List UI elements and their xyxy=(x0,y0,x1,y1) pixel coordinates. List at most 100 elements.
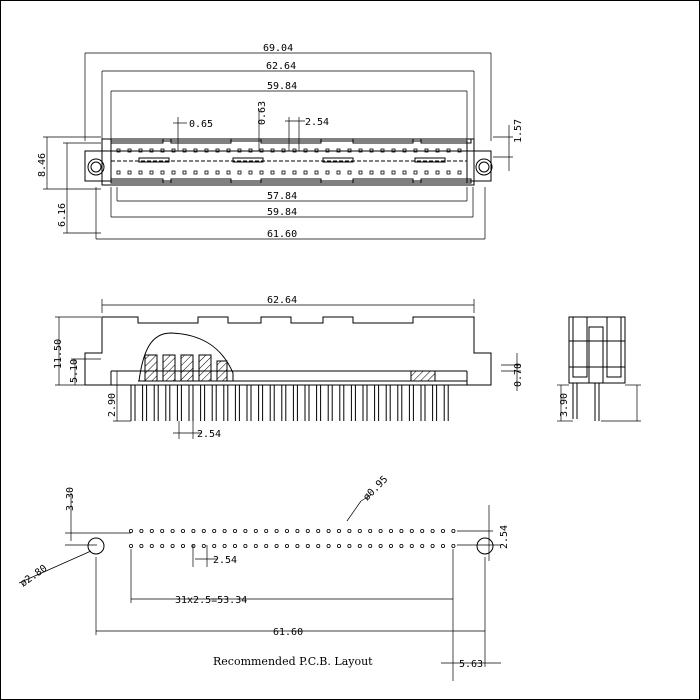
pcb-hole-lower xyxy=(368,544,373,549)
top-pin-lower xyxy=(281,170,286,175)
top-pin-upper xyxy=(336,148,341,153)
top-pin-upper xyxy=(215,148,220,153)
pcb-hole-upper xyxy=(347,529,352,534)
pcb-hole-upper xyxy=(295,529,300,534)
pcb-hole-upper xyxy=(149,529,154,534)
right-mounting-hole xyxy=(476,537,494,555)
pcb-hole-lower xyxy=(357,544,362,549)
pcb-hole-upper xyxy=(191,529,196,534)
top-pin-upper xyxy=(358,148,363,153)
top-pin-upper xyxy=(149,148,154,153)
top-pin-lower xyxy=(127,170,132,175)
dim-62-64: 62.64 xyxy=(266,61,296,72)
pcb-hole-upper xyxy=(336,529,341,534)
pcb-hole-lower xyxy=(430,544,435,549)
pcb-hole-upper xyxy=(274,529,279,534)
dim-2-54-top: 2.54 xyxy=(305,117,329,128)
top-pin-upper xyxy=(281,148,286,153)
top-pin-lower xyxy=(391,170,396,175)
top-pin-upper xyxy=(127,148,132,153)
pcb-hole-lower xyxy=(201,544,206,549)
top-pin-upper xyxy=(435,148,440,153)
pcb-hole-upper xyxy=(243,529,248,534)
pcb-hole-upper xyxy=(368,529,373,534)
pcb-hole-upper xyxy=(399,529,404,534)
top-pin-lower xyxy=(336,170,341,175)
pcb-hole-lower xyxy=(264,544,269,549)
pcb-hole-upper xyxy=(284,529,289,534)
top-pin-upper xyxy=(116,148,121,153)
dim-8-46: 8.46 xyxy=(37,153,48,177)
top-pin-upper xyxy=(413,148,418,153)
pcb-hole-lower xyxy=(212,544,217,549)
side-view: 62.64 11.50 5.10 0.70 2.90 2.54 xyxy=(53,295,524,440)
pcb-hole-lower xyxy=(305,544,310,549)
top-pin-lower xyxy=(149,170,154,175)
pcb-hole-lower xyxy=(409,544,414,549)
dim-69-04: 69.04 xyxy=(263,43,293,54)
top-pin-upper xyxy=(347,148,352,153)
pcb-hole-upper xyxy=(430,529,435,534)
pcb-hole-upper xyxy=(378,529,383,534)
dim-5-10: 5.10 xyxy=(69,359,80,383)
top-pin-lower xyxy=(402,170,407,175)
top-pin-lower xyxy=(446,170,451,175)
dim-59-84-bottom: 59.84 xyxy=(267,207,297,218)
top-pin-upper xyxy=(138,148,143,153)
dim-57-84: 57.84 xyxy=(267,191,297,202)
dim-2-90: 2.90 xyxy=(107,393,118,417)
pcb-hole-lower xyxy=(388,544,393,549)
top-pin-upper xyxy=(424,148,429,153)
pcb-hole-upper xyxy=(409,529,414,534)
dim-2-54-right: 2.54 xyxy=(499,525,510,549)
end-dim-lines xyxy=(557,384,641,422)
pcb-hole-lower xyxy=(149,544,154,549)
pcb-hole-upper xyxy=(420,529,425,534)
dim-3-30: 3.30 xyxy=(65,487,76,511)
top-view: 69.04 62.64 59.84 0.65 0.63 2.54 1.57 8.… xyxy=(37,43,524,240)
pcb-hole-lower xyxy=(316,544,321,549)
top-pin-upper xyxy=(259,148,264,153)
top-pin-upper xyxy=(325,148,330,153)
top-pin-upper xyxy=(380,148,385,153)
pcb-hole-upper xyxy=(180,529,185,534)
top-pin-upper xyxy=(160,148,165,153)
pcb-hole-lower xyxy=(284,544,289,549)
top-pin-lower xyxy=(303,170,308,175)
pcb-hole-upper xyxy=(170,529,175,534)
top-pin-lower xyxy=(204,170,209,175)
pcb-hole-lower xyxy=(139,544,144,549)
pcb-hole-upper xyxy=(451,529,456,534)
pcb-hole-upper xyxy=(388,529,393,534)
end-view: 3.90 xyxy=(557,316,641,422)
top-pin-upper xyxy=(226,148,231,153)
pcb-hole-upper xyxy=(201,529,206,534)
top-pin-upper xyxy=(303,148,308,153)
pcb-hole-upper xyxy=(222,529,227,534)
pcb-hole-lower xyxy=(191,544,196,549)
pcb-hole-lower xyxy=(232,544,237,549)
top-pin-lower xyxy=(380,170,385,175)
dim-62-64-side: 62.64 xyxy=(267,295,297,306)
end-connector-body xyxy=(568,316,626,421)
dim-0-70: 0.70 xyxy=(513,363,524,387)
dim-61-60-pcb: 61.60 xyxy=(273,627,303,638)
top-pin-lower xyxy=(424,170,429,175)
pcb-hole-lower xyxy=(170,544,175,549)
pcb-hole-lower xyxy=(243,544,248,549)
dim-61-60-top: 61.60 xyxy=(267,229,297,240)
top-pin-upper xyxy=(402,148,407,153)
pcb-hole-lower xyxy=(222,544,227,549)
side-pin-array xyxy=(130,385,449,421)
pcb-layout: 3.30 ø0.95 2.54 ø2.80 2.54 31x2.5=53.34 … xyxy=(18,474,510,681)
pcb-hole-lower xyxy=(180,544,185,549)
top-pin-array xyxy=(116,148,462,175)
pcb-hole-upper xyxy=(264,529,269,534)
side-dim-lines xyxy=(55,299,521,439)
pcb-hole-upper xyxy=(139,529,144,534)
top-pin-lower xyxy=(171,170,176,175)
top-pin-lower xyxy=(248,170,253,175)
top-pin-lower xyxy=(182,170,187,175)
pcb-hole-upper xyxy=(212,529,217,534)
top-pin-lower xyxy=(457,170,462,175)
